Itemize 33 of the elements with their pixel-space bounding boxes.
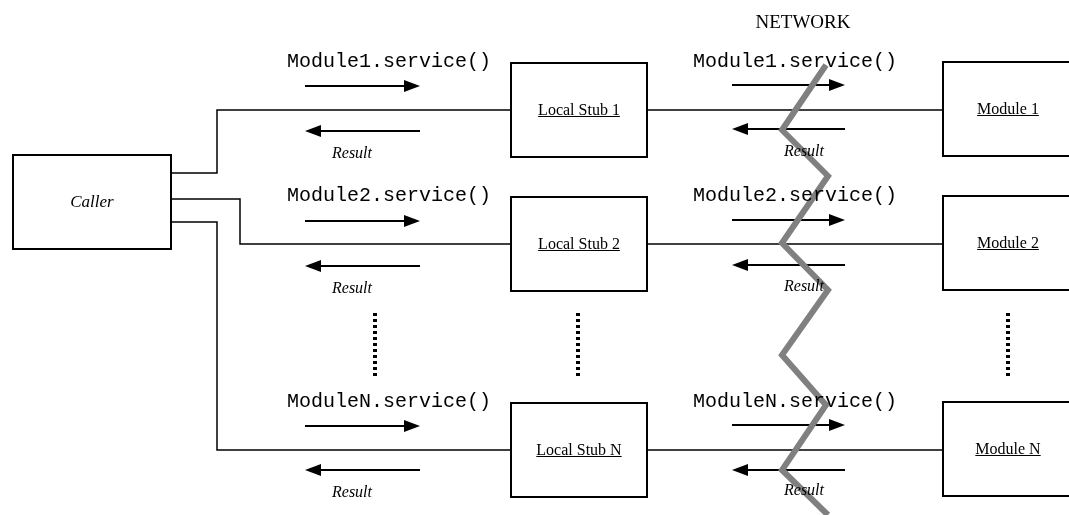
result-label: Result	[332, 484, 372, 500]
network-label: NETWORK	[755, 12, 851, 31]
box-label: Module 2	[977, 233, 1039, 253]
process-box	[510, 62, 648, 158]
method-call-label: ModuleN.service()	[287, 392, 491, 412]
process-box	[510, 402, 648, 498]
process-box	[510, 196, 648, 292]
result-label: Result	[784, 482, 824, 498]
connector-line	[647, 109, 943, 111]
connector-line	[171, 198, 511, 245]
method-call-label: Module2.service()	[693, 186, 897, 206]
box-label: Local Stub N	[536, 440, 622, 460]
process-box	[942, 61, 1069, 157]
result-label: Result	[784, 143, 824, 159]
result-label: Result	[332, 280, 372, 296]
result-label: Result	[332, 145, 372, 161]
connector-line	[171, 221, 511, 451]
process-box	[942, 401, 1069, 497]
method-call-label: Module1.service()	[287, 52, 491, 72]
connector-line	[647, 243, 943, 245]
method-call-label: Module2.service()	[287, 186, 491, 206]
connector-line	[171, 109, 511, 174]
box-label: Caller	[70, 191, 114, 214]
box-label: Local Stub 2	[538, 234, 620, 254]
method-call-label: ModuleN.service()	[693, 392, 897, 412]
box-label: Local Stub 1	[538, 100, 620, 120]
box-label: Module 1	[977, 99, 1039, 119]
method-call-label: Module1.service()	[693, 52, 897, 72]
connector-line	[647, 449, 943, 451]
box-label: Module N	[975, 439, 1041, 459]
result-label: Result	[784, 278, 824, 294]
process-box	[942, 195, 1069, 291]
process-box	[12, 154, 172, 250]
